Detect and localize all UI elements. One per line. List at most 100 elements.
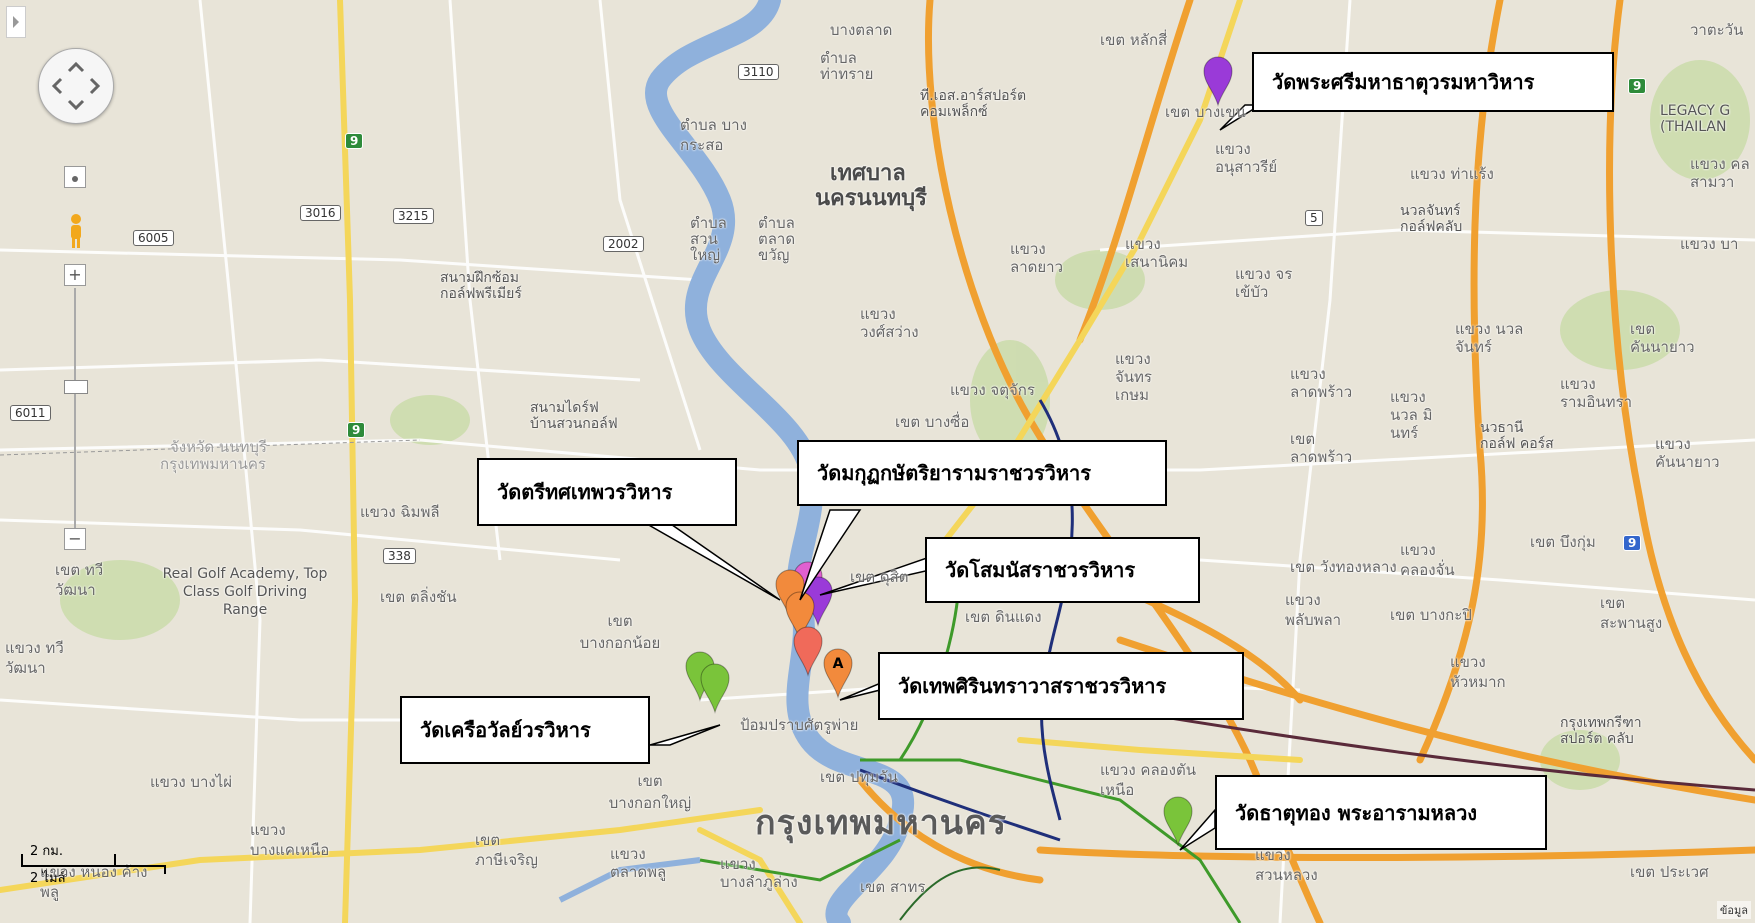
shield-3215: 3215 xyxy=(393,208,434,224)
label-khet-bangkok-yai: เขต บางกอกใหญ่ xyxy=(608,772,692,812)
scale-mi: 2 ไมล์ xyxy=(30,871,66,886)
label-khwaeng-wong-sawang: แขวง วงศ์สว่าง xyxy=(860,305,919,341)
label-khet-phasi: เขต ภาษีเจริญ xyxy=(475,831,538,869)
zoom-in-button[interactable]: + xyxy=(64,264,86,286)
label-wat-tha: วาตะวัน xyxy=(1690,21,1744,39)
label-khet-sathon: เขต สาทร xyxy=(860,878,926,896)
sidebar-toggle-button[interactable] xyxy=(6,6,26,38)
label-pom-prap: ป้อมปราบศัตรูพ่าย xyxy=(740,716,859,734)
markers: A xyxy=(685,56,1233,847)
callout-wat-that-thong[interactable]: วัดธาตุทอง พระอารามหลวง xyxy=(1215,775,1547,850)
label-khwaeng-suan-luang: แขวง สวนหลวง xyxy=(1255,846,1318,884)
zoom-slider-track[interactable] xyxy=(74,288,76,528)
expand-arrow-icon xyxy=(13,16,19,28)
dot-icon xyxy=(72,176,78,182)
label-khwaeng-bang-lamphu: แขวง บางลำภูล่าง xyxy=(720,855,798,891)
shield-3016: 3016 xyxy=(300,205,341,221)
marker-salmon[interactable] xyxy=(793,626,823,677)
marker-a[interactable]: A xyxy=(823,648,853,699)
label-khwaeng-ram-inthra: แขวง รามอินทรา xyxy=(1560,375,1632,411)
label-nawamin-golf: นวลจันทร์ กอล์ฟคลับ xyxy=(1400,203,1463,235)
callout-wat-sommanat[interactable]: วัดโสมนัสราชวรวิหาร xyxy=(925,537,1200,603)
label-nawathani-golf: นวธานี กอล์ฟ คอร์ส xyxy=(1480,420,1554,452)
map-attribution[interactable]: ข้อมูล xyxy=(1716,901,1751,919)
label-tambon-talat-khwan: ตำบล ตลาดขวัญ xyxy=(758,214,796,264)
street-view-pegman[interactable] xyxy=(66,212,86,252)
label-nonthaburi: นครนนทบุรี xyxy=(815,186,927,211)
pegman-icon xyxy=(71,214,81,248)
marker-letter: A xyxy=(833,656,844,672)
callout-wat-makut-kasat[interactable]: วัดมกุฏกษัตริยารามราชวรวิหาร xyxy=(797,440,1167,506)
label-krung-thep-border: กรุงเทพมหานคร xyxy=(160,455,266,473)
scale-line-icon xyxy=(21,854,166,874)
pan-arrows-icon xyxy=(51,61,101,111)
shield-6005: 6005 xyxy=(133,230,174,246)
label-golf-bankgolf: สนามไดร์ฟ บ้านสวนกอล์ฟ xyxy=(530,400,618,432)
label-khet-chatuchak: แขวง จตุจักร xyxy=(950,381,1035,399)
label-bang-talat: บางตลาด xyxy=(830,21,893,39)
minus-icon: − xyxy=(68,529,82,548)
marker-orange-2[interactable] xyxy=(785,591,815,642)
label-khet-lat-phrao: เขต ลาดพร้าว xyxy=(1290,430,1353,466)
callout-wat-khruawan[interactable]: วัดเครือวัลย์วรวิหาร xyxy=(400,696,650,764)
shield-3110: 3110 xyxy=(738,64,779,80)
label-khwaeng-sam-wa: แขวง คล สามวา xyxy=(1690,155,1750,191)
label-khwaeng-talat-phlu: แขวง ตลาดพลู xyxy=(610,845,667,881)
shield-2002: 2002 xyxy=(603,236,644,252)
label-khet-bang-kapi: เขต บางกะปิ xyxy=(1390,606,1472,624)
label-khet-prawet: เขต ประเวศ xyxy=(1630,863,1709,881)
label-krungthep-kritha: กรุงเทพกรีฑา สปอร์ต คลับ xyxy=(1560,715,1642,747)
marker-wat-phra-si[interactable] xyxy=(1203,56,1233,107)
callout-wat-phra-si-mahathat[interactable]: วัดพระศรีมหาธาตุวรมหาวิหาร xyxy=(1252,52,1614,112)
pan-control[interactable] xyxy=(38,48,114,124)
label-khet-dusit: เขต ดุสิต xyxy=(850,568,909,586)
label-golf-practice: สนามฝึกซ้อม กอล์ฟพรีเมียร์ xyxy=(440,270,522,302)
label-khwaeng-khan-na-yao: แขวง คันนายาว xyxy=(1655,435,1720,471)
label-khwaeng-anusawari: แขวง อนุสาวรีย์ xyxy=(1215,140,1278,176)
label-legacy: LEGACY G (THAILAN xyxy=(1660,103,1731,135)
label-khwaeng-khlong-chan: แขวง คลองจั่น xyxy=(1400,541,1455,579)
label-khet-saphan-sung: เขต สะพานสูง xyxy=(1600,594,1663,632)
label-khwaeng-nong: แขวง หนอง ค้างพลู xyxy=(40,863,148,901)
label-khet-bang-khen: เขต บางเขน xyxy=(1165,103,1246,121)
label-khwaeng-hua-mak: แขวง หัวหมาก xyxy=(1450,653,1506,691)
shield-5: 5 xyxy=(1305,210,1323,226)
label-changwat-non: จังหวัด นนทบุรี xyxy=(170,438,267,456)
plus-icon: + xyxy=(68,265,82,284)
label-tesaban: เทศบาล xyxy=(830,161,906,186)
label-khwaeng-bang: แขวง บา xyxy=(1680,235,1739,253)
label-khwaeng-chan-kasem: แขวง จันทรเกษม xyxy=(1115,350,1152,404)
callout-pointers xyxy=(637,104,1263,851)
label-khwaeng-lat-phrao: แขวง ลาดพร้าว xyxy=(1290,365,1353,401)
label-khwaeng-sena: แขวง เสนานิคม xyxy=(1125,235,1189,271)
label-khwaeng-bang-khae: แขวง บางแคเหนือ xyxy=(250,821,330,859)
shield-g9-a: 9 xyxy=(345,133,364,149)
scale-km: 2 กม. xyxy=(30,844,63,859)
label-tambon-suan-yai: ตำบล สวนใหญ่ xyxy=(690,214,727,264)
zoom-slider-handle[interactable] xyxy=(64,380,88,394)
shield-338: 338 xyxy=(383,548,416,564)
zoom-out-button[interactable]: − xyxy=(64,528,86,550)
label-khwaeng-thawi: แขวง ทวี วัฒนา xyxy=(5,639,64,677)
label-khwaeng-wang-thong: เขต วังทองหลาง xyxy=(1290,558,1397,576)
label-khwaeng-bang-phai: แขวง บางไผ่ xyxy=(150,773,233,791)
label-khet-pathum-wan: เขต ปทุมวัน xyxy=(820,768,898,786)
label-tot-golf: ที.เอส.อาร์สปอร์ต คอมเพล็กซ์ xyxy=(920,88,1027,120)
center-button[interactable] xyxy=(64,166,86,188)
shield-6011: 6011 xyxy=(10,405,51,421)
label-tambon-tha-sai: ตำบล ท่าทราย xyxy=(820,49,874,83)
label-khwaeng-lat-yao: แขวง ลาดยาว xyxy=(1010,240,1063,276)
park-areas xyxy=(60,60,1750,790)
marker-green-2[interactable] xyxy=(700,663,730,714)
callout-wat-trithotsathep[interactable]: วัดตรีทศเทพวรวิหาร xyxy=(477,458,737,526)
label-khet-bang-sue: เขต บางซื่อ xyxy=(895,413,970,431)
scale-bar: 2 กม. 2 ไมล์ xyxy=(20,840,166,888)
label-khwaeng-chorakhe: แขวง จร เข้บัว xyxy=(1235,265,1293,301)
label-khet-taling-chan: เขต ตลิ่งชัน xyxy=(380,588,457,606)
label-bangkok: กรุงเทพมหานคร xyxy=(755,803,1008,843)
label-khet-bangkok-noi: เขต บางกอกน้อย xyxy=(579,612,661,652)
callout-wat-thep-sirin[interactable]: วัดเทพศิรินทราวาสราชวรวิหาร xyxy=(878,652,1244,720)
marker-wat-that-thong[interactable] xyxy=(1163,796,1193,847)
label-khet-thawi: เขต ทวี วัฒนา xyxy=(55,561,104,599)
